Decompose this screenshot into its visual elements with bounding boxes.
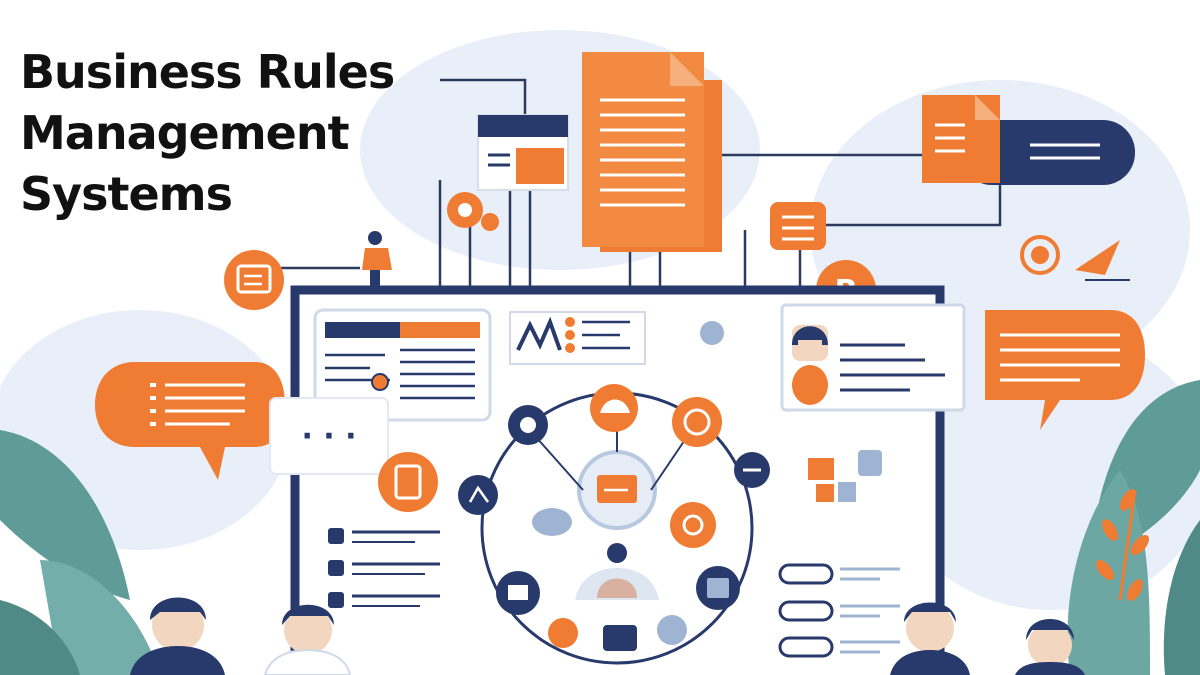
leaf-plant-icon-left xyxy=(0,430,160,675)
dashboard-card-list xyxy=(313,308,492,422)
network-hub-icon xyxy=(458,384,770,665)
user-avatar-icon xyxy=(130,597,225,675)
dashboard-card-map xyxy=(509,311,646,365)
page-title: Business Rules Management Systems xyxy=(20,42,395,225)
hub-node xyxy=(672,397,722,447)
list-card-icon xyxy=(770,202,826,250)
document-icon-large xyxy=(582,52,722,252)
checklist-icon xyxy=(378,452,438,512)
hub-node xyxy=(458,475,498,515)
user-avatar-icon xyxy=(1015,619,1085,675)
dashboard-widget-right xyxy=(808,450,882,502)
hub-node xyxy=(548,618,578,648)
person-icon-center xyxy=(575,543,659,600)
hub-node xyxy=(734,452,770,488)
hub-node xyxy=(496,571,540,615)
hub-node xyxy=(696,566,740,610)
chat-bubble-icon-right xyxy=(985,310,1145,430)
title-line-1: Business Rules xyxy=(20,45,395,99)
typing-dots: · · · xyxy=(301,419,356,454)
browser-window-icon xyxy=(477,114,569,191)
title-line-2: Management xyxy=(20,106,350,160)
hub-node xyxy=(508,405,548,445)
title-line-3: Systems xyxy=(20,167,233,221)
dashboard-list-right xyxy=(778,563,900,658)
hub-node xyxy=(670,502,716,548)
hub-node xyxy=(532,508,572,536)
toggle-icon xyxy=(700,321,724,345)
dashboard-list-left xyxy=(328,528,440,608)
connector-lines xyxy=(280,78,1002,332)
person-icon-small xyxy=(362,231,392,288)
folder-icon xyxy=(224,250,284,310)
hub-node xyxy=(590,384,638,432)
leaf-plant-icon-right xyxy=(1067,380,1200,675)
typing-bubble: · · · xyxy=(269,397,389,475)
paper-plane-icon xyxy=(1020,235,1130,281)
user-avatar-icon xyxy=(263,604,352,675)
chat-bubble-icon-left xyxy=(95,362,285,480)
hub-node xyxy=(657,615,687,645)
document-icon-right xyxy=(922,95,1135,185)
user-avatar-icon xyxy=(890,602,970,675)
user-profile-card xyxy=(780,303,966,412)
gear-icon xyxy=(447,192,499,231)
hub-node xyxy=(603,625,637,651)
